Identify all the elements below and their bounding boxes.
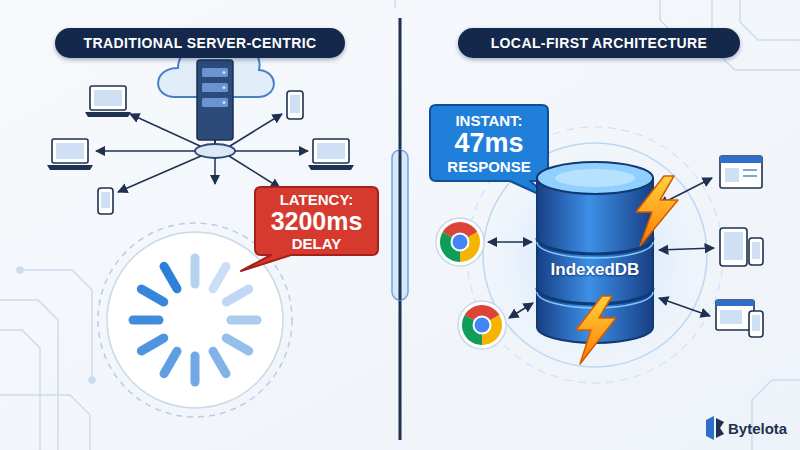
- callout-text: 3200ms: [271, 208, 363, 235]
- section-banner: LOCAL-FIRST ARCHITECTURE: [458, 28, 740, 58]
- chrome-icon: [458, 301, 506, 349]
- lightning-bolt: [576, 296, 616, 364]
- server-arrows: [96, 114, 308, 192]
- logo-text: Bytelota: [728, 420, 787, 437]
- node-text-area: INSTANT:47msRESPONSE: [430, 105, 548, 181]
- database-cylinder: IndexedDB: [535, 160, 655, 345]
- latency-callout: LATENCY:3200msDELAY: [255, 187, 378, 255]
- callout-text: DELAY: [292, 235, 341, 252]
- lightning-bolt: [636, 176, 678, 246]
- client-devices-left: [47, 86, 354, 216]
- callout-text: RESPONSE: [447, 158, 530, 175]
- section-banner: TRADITIONAL SERVER-CENTRIC: [55, 28, 345, 58]
- chrome-icon: [436, 218, 484, 266]
- response-callout: INSTANT:47msRESPONSE: [430, 105, 548, 181]
- banner-title: LOCAL-FIRST ARCHITECTURE: [491, 35, 708, 51]
- database-label: IndexedDB: [551, 260, 640, 280]
- logo-icon: [706, 416, 724, 440]
- node-text-area: LATENCY:3200msDELAY: [255, 187, 378, 255]
- callout-text: 47ms: [454, 129, 523, 158]
- banner-title: TRADITIONAL SERVER-CENTRIC: [83, 35, 316, 51]
- callout-text: INSTANT:: [455, 112, 522, 129]
- node-text-area: IndexedDB: [535, 256, 655, 284]
- callout-text: LATENCY:: [280, 191, 354, 208]
- client-devices-right: [716, 156, 763, 337]
- node-outline: [535, 160, 655, 345]
- divider: [392, 18, 408, 440]
- cloud-server: [158, 44, 274, 158]
